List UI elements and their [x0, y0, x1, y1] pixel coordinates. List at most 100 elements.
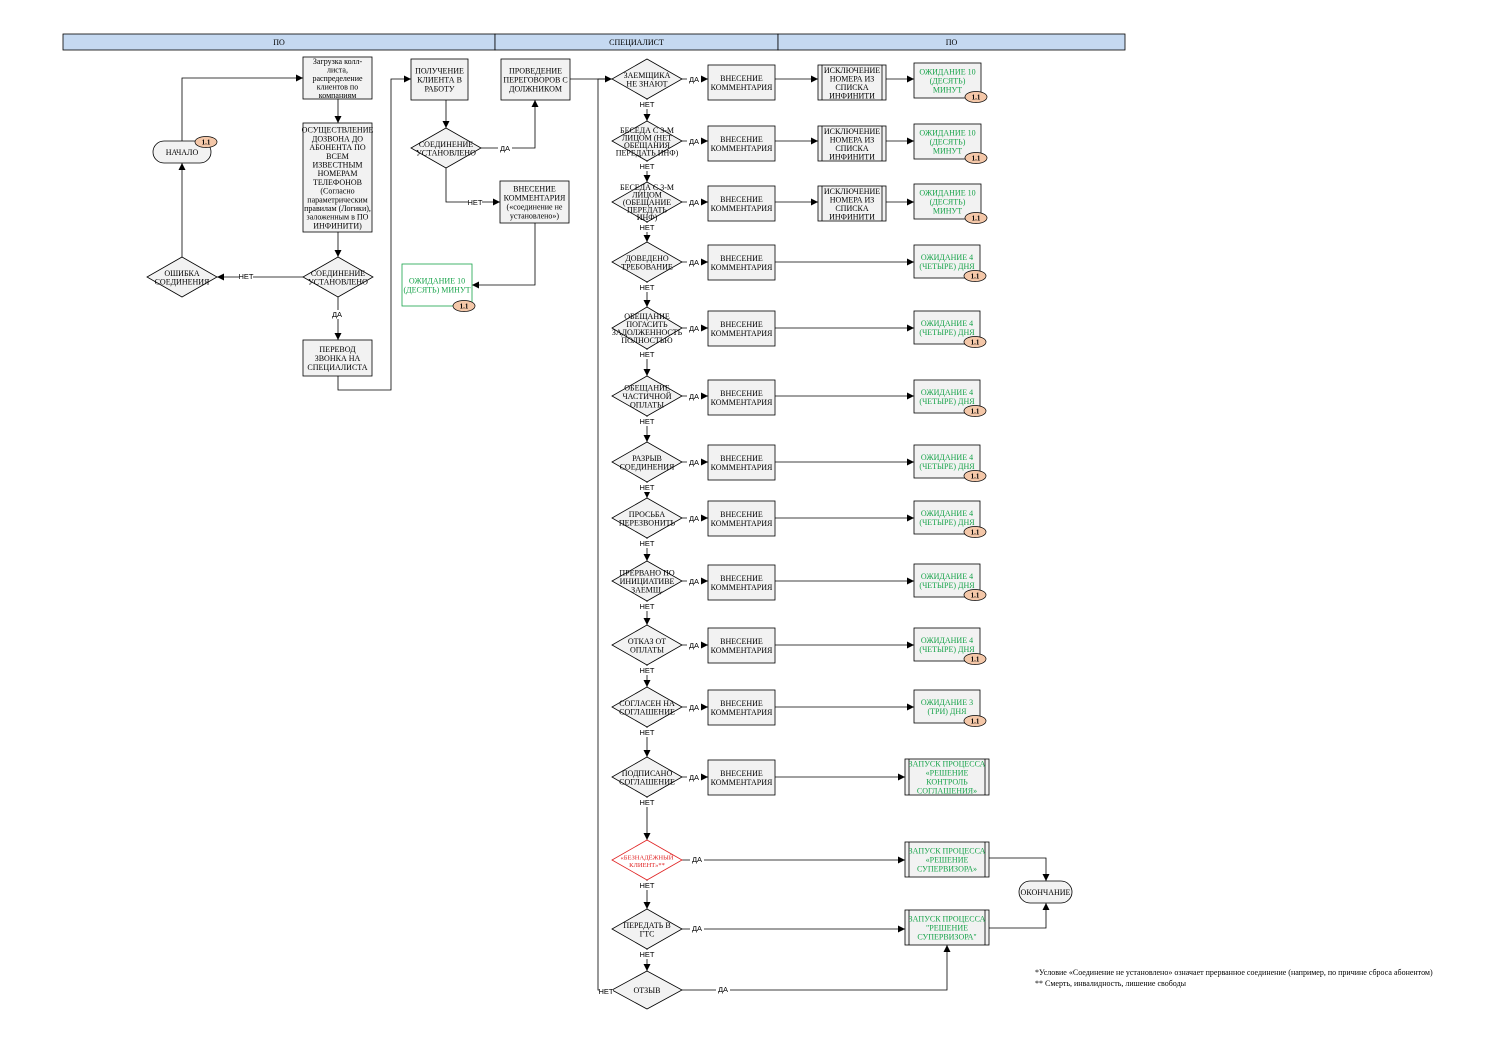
- label-yes-negotiation-bg: [498, 144, 512, 153]
- nodes: НАЧАЛО 1.1 Загрузка колл-листа,распределен…: [146, 56, 1073, 1010]
- wait-days-badge-8: [963, 526, 987, 538]
- comment-box-1: [707, 64, 776, 101]
- comment-box-3: [707, 185, 776, 222]
- decision-7: [611, 441, 683, 483]
- decision-11: [611, 686, 683, 728]
- wait-days-badge-9: [963, 589, 987, 601]
- decision-2: [611, 120, 683, 162]
- label-no-9-bg: [640, 602, 654, 611]
- lane-header-2: [777, 33, 1126, 51]
- label-yes-3: ДА: [689, 198, 699, 207]
- label-yes-12: ДА: [689, 773, 699, 782]
- label-no-15: НЕТ: [599, 987, 614, 996]
- label-yes-15-bg: [716, 985, 730, 994]
- edge-transfer-get: [337, 75, 411, 391]
- label-yes-6-bg: [687, 392, 701, 401]
- comment-box-10: [707, 627, 776, 664]
- wait-10-left-box: [401, 263, 473, 307]
- wait-days-badge-4-text: 1.1: [971, 273, 980, 281]
- wait-days-box-10-text: ОЖИДАНИЕ 4(ЧЕТЫРЕ) ДНЯ: [919, 636, 975, 654]
- decision-6: [611, 375, 683, 417]
- comment-box-11: [707, 689, 776, 726]
- label-yes-negotiation: ДА: [500, 144, 510, 153]
- proc-supervisor-box-2: [904, 909, 990, 946]
- label-no-14-bg: [640, 950, 654, 959]
- label-no-14: НЕТ: [640, 950, 655, 959]
- decision-15-text: ОТЗЫВ: [634, 986, 661, 995]
- wait-10-badge-3: [964, 212, 988, 224]
- edge-decision-15-proc: [682, 945, 951, 991]
- comment-box-2: [707, 125, 776, 162]
- comment-box-6: [707, 379, 776, 416]
- wait-days-box-8-text: ОЖИДАНИЕ 4(ЧЕТЫРЕ) ДНЯ: [919, 509, 975, 527]
- wait-days-box-11-text: ОЖИДАНИЕ 3(ТРИ) ДНЯ: [921, 698, 973, 716]
- footnotes: *Условие «Соединение не установлено» озн…: [1035, 967, 1435, 989]
- label-yes-7: ДА: [689, 458, 699, 467]
- lane-title-0: ПО: [273, 38, 285, 47]
- wait-days-badge-5-text: 1.1: [971, 339, 980, 347]
- label-yes-10-bg: [687, 641, 701, 650]
- wait-days-badge-11: [963, 715, 987, 727]
- get-client-box: [410, 58, 469, 101]
- label-no-11: НЕТ: [640, 728, 655, 737]
- label-yes-8-bg: [687, 514, 701, 523]
- label-no-12: НЕТ: [640, 798, 655, 807]
- footnote-2: ** Смерть, инвалидность, лишение свободы: [1035, 979, 1187, 988]
- connectors: [178, 74, 1050, 991]
- comment-box-7: [707, 444, 776, 481]
- label-yes-1: ДА: [689, 75, 699, 84]
- start-terminal: [152, 140, 212, 164]
- load-call-list-box: [302, 56, 373, 100]
- label-no-8-bg: [640, 539, 654, 548]
- label-no-10: НЕТ: [640, 666, 655, 675]
- comment-box-9: [707, 564, 776, 601]
- label-no-15-bg: [599, 987, 613, 996]
- exclude-box-2: [817, 125, 887, 162]
- edge-comment-wait: [472, 223, 536, 289]
- wait-days-badge-7: [963, 470, 987, 482]
- label-no-6-bg: [640, 417, 654, 426]
- label-yes-1-bg: [687, 75, 701, 84]
- wait-10-box-2-text: ОЖИДАНИЕ 10(ДЕСЯТЬ)МИНУТ: [919, 129, 975, 156]
- lane-title-2: ПО: [946, 38, 958, 47]
- label-no-1: НЕТ: [640, 100, 655, 109]
- label-no-11-bg: [640, 728, 654, 737]
- decision-10: [611, 624, 683, 666]
- wait-days-badge-11-text: 1.1: [971, 718, 980, 726]
- label-yes-10: ДА: [689, 641, 699, 650]
- end-terminal-text: ОКОНЧАНИЕ: [1021, 888, 1071, 897]
- label-yes-9-bg: [687, 577, 701, 586]
- label-yes-13: ДА: [692, 855, 702, 864]
- footnote-1: *Условие «Соединение не установлено» озн…: [1035, 968, 1433, 977]
- label-no-12-bg: [640, 798, 654, 807]
- comment-not-connected-box: [499, 180, 570, 224]
- edge-proc2-end: [989, 903, 1050, 929]
- label-no-7-bg: [640, 483, 654, 492]
- label-no-8: НЕТ: [640, 539, 655, 548]
- start-terminal-text: НАЧАЛО: [166, 148, 199, 157]
- label-yes-2-bg: [687, 137, 701, 146]
- wait-days-badge-8-text: 1.1: [971, 529, 980, 537]
- decision-8: [611, 497, 683, 539]
